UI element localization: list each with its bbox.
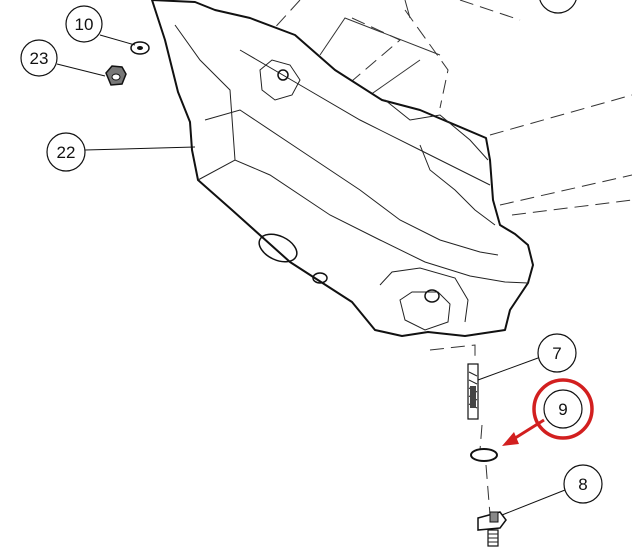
upper-frame-lines [319, 0, 441, 96]
callout-partial-top-right [539, 0, 577, 14]
highlight-arrowhead [502, 432, 519, 446]
callout-7: 7 [537, 333, 577, 373]
callout-23: 23 [20, 39, 58, 77]
phantom-lines [249, 0, 632, 516]
leader-lines [56, 34, 566, 516]
screen-filter-part-7 [467, 363, 479, 420]
housing-holes [258, 69, 440, 303]
callout-9-label: 9 [558, 400, 567, 419]
callout-22-label: 22 [57, 143, 76, 162]
callout-10: 10 [65, 5, 103, 43]
callout-8-label: 8 [578, 475, 587, 494]
o-ring-part-9 [470, 448, 498, 462]
callout-10-label: 10 [75, 15, 94, 34]
callout-8: 8 [563, 464, 603, 504]
washer-part-10 [130, 41, 150, 55]
housing-part-22 [151, 0, 534, 337]
nut-part-23 [105, 65, 127, 86]
callout-7-label: 7 [552, 344, 561, 363]
callout-23-label: 23 [30, 49, 49, 68]
callout-9: 9 [532, 378, 594, 440]
callout-22: 22 [46, 132, 86, 172]
drain-plug-part-8 [477, 511, 507, 547]
housing-detail-lines [174, 24, 529, 331]
